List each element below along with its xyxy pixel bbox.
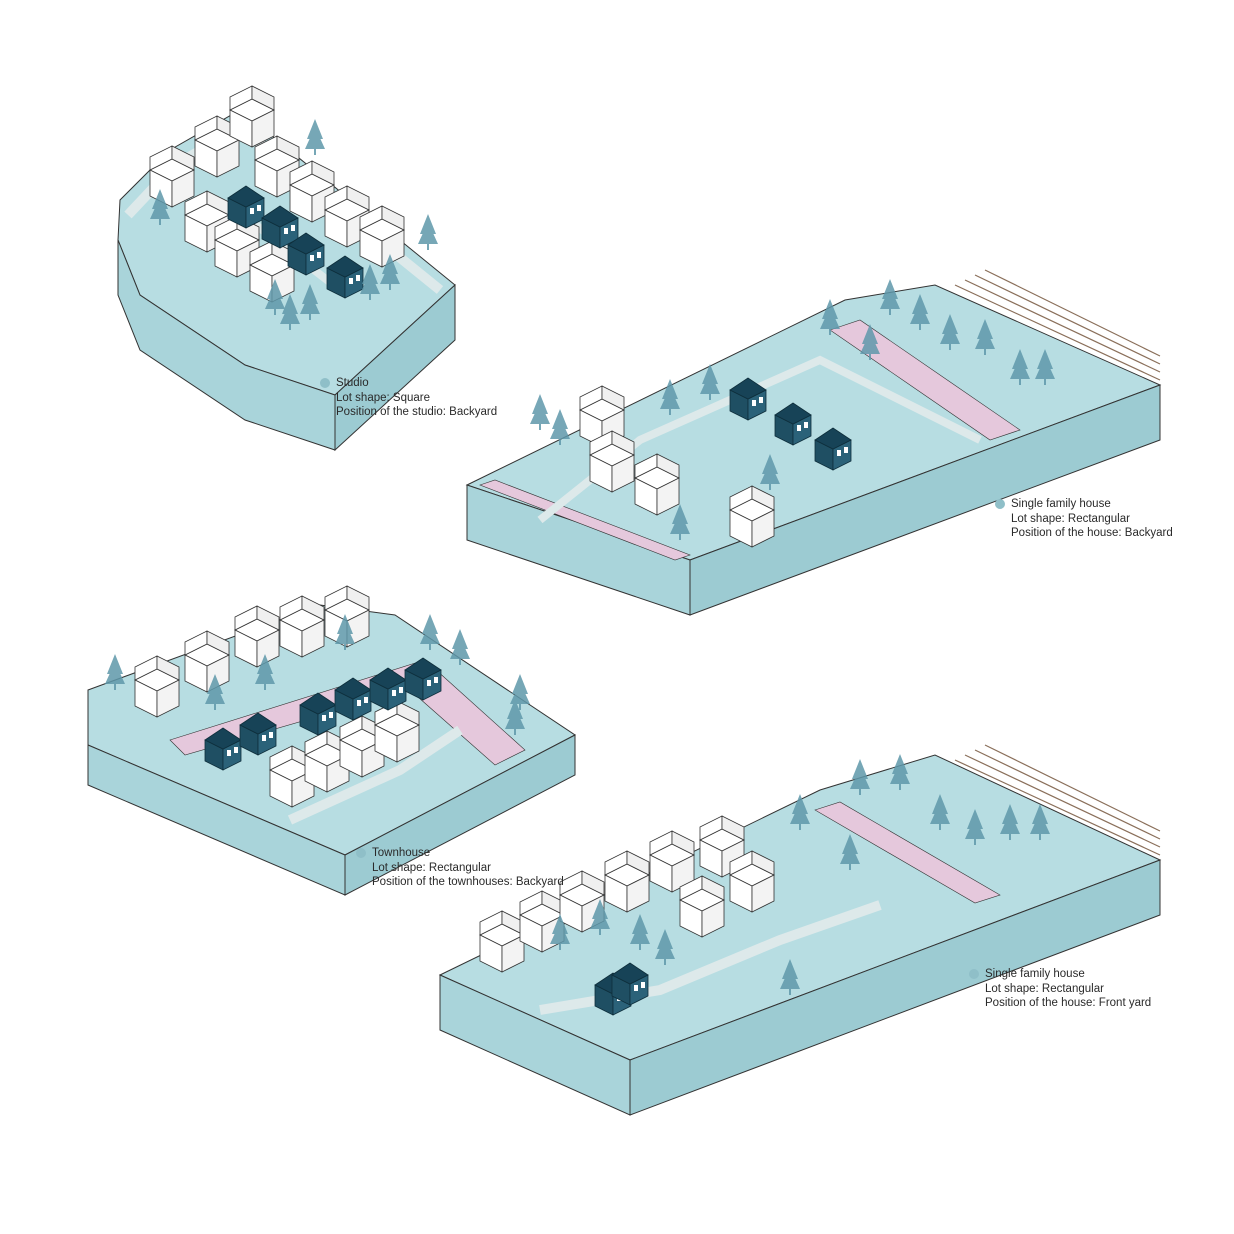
sfb-ground-side-right: [689, 384, 1161, 616]
th-ground-side-right: [344, 734, 576, 896]
legend-position: Position of the house: Front yard: [985, 997, 1152, 1009]
studio-ground-side-right: [334, 283, 456, 452]
legend-studio: Studio Lot shape: Square Position of the…: [320, 376, 498, 420]
legend-lot-shape: Lot shape: Rectangular: [1011, 512, 1130, 525]
sfb-rail: [954, 269, 1161, 381]
legend-lot-shape: Lot shape: Rectangular: [372, 861, 491, 874]
sff-rail: [954, 744, 1161, 856]
legend-dot: [995, 499, 1005, 509]
legend-dot: [356, 848, 366, 858]
legend-townhouse: Townhouse Lot shape: Rectangular Positio…: [356, 846, 564, 890]
legend-single-family-backyard: Single family house Lot shape: Rectangul…: [995, 497, 1173, 541]
legend-position: Position of the townhouses: Backyard: [372, 876, 564, 888]
legend-title: Single family house: [985, 968, 1085, 980]
panel-studio: [117, 85, 456, 452]
legend-position: Position of the house: Backyard: [1011, 527, 1173, 539]
sff-pink-path: [814, 801, 1001, 904]
legend-title: Single family house: [1011, 498, 1111, 510]
legend-title: Studio: [336, 377, 369, 389]
legend-lot-shape: Lot shape: Rectangular: [985, 982, 1104, 995]
panel-single-family-backyard: [465, 269, 1162, 616]
panel-townhouse: [87, 585, 576, 896]
sff-ground-side-right: [629, 859, 1161, 1116]
legend-dot: [320, 378, 330, 388]
legend-dot: [969, 969, 979, 979]
legend-title: Townhouse: [372, 847, 431, 859]
panel-single-family-frontyard: [438, 744, 1162, 1116]
legend-lot-shape: Lot shape: Square: [336, 391, 430, 404]
legend-position: Position of the studio: Backyard: [336, 406, 498, 418]
legend-single-family-frontyard: Single family house Lot shape: Rectangul…: [969, 967, 1152, 1011]
